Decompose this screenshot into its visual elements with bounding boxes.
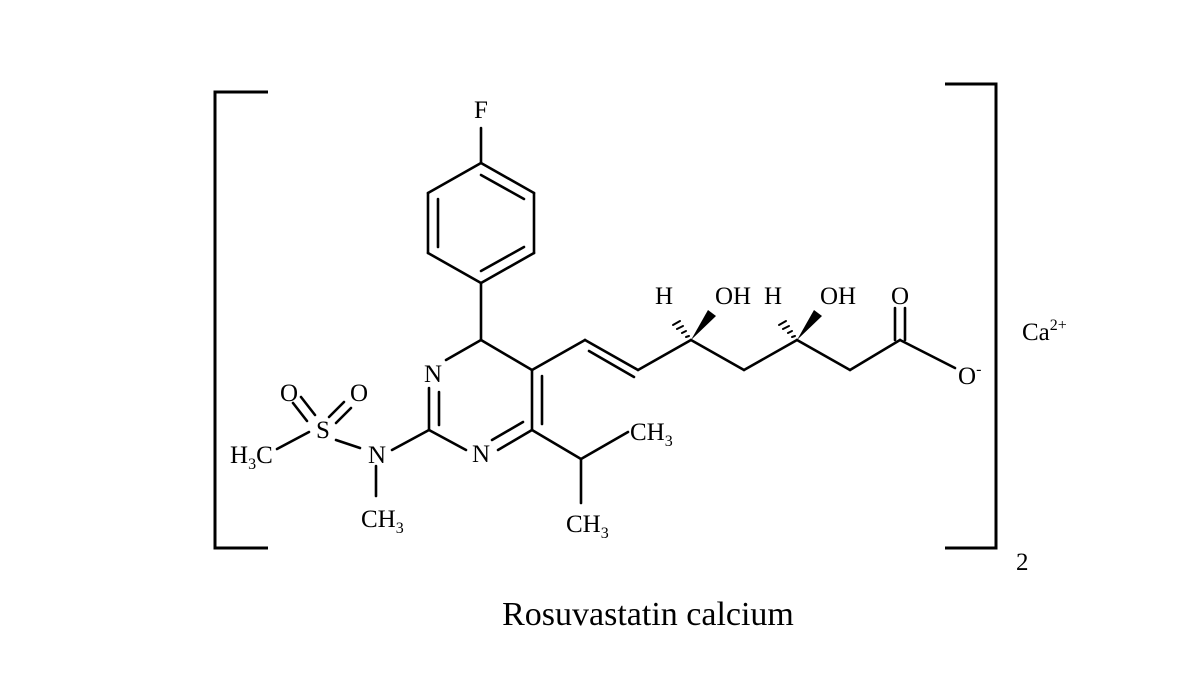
sulfonamide-group (275, 395, 431, 498)
s-methyl-label: H3C (230, 442, 273, 473)
isopropyl-methyl-lower: CH3 (566, 511, 609, 542)
calcium-ion-label: Ca2+ (1022, 317, 1067, 346)
carbonyl-oxygen: O (891, 283, 909, 310)
ring-nitrogen-lower: N (472, 441, 490, 468)
hydroxyl-label-2: OH (820, 283, 856, 310)
stereo-wedges (672, 310, 822, 340)
hydrogen-label-1: H (655, 283, 673, 310)
isopropyl-methyl-upper: CH3 (630, 419, 673, 450)
carboxylate-oxygen: O- (958, 361, 981, 390)
ring-nitrogen-upper: N (424, 361, 442, 388)
sulfonamide-nitrogen: N (368, 442, 386, 469)
n-methyl-label: CH3 (361, 506, 404, 537)
pyrimidine-ring (427, 281, 544, 452)
stoichiometry-subscript: 2 (1016, 549, 1029, 576)
sulfonyl-oxygen-right: O (350, 380, 368, 407)
compound-caption: Rosuvastatin calcium (502, 596, 794, 633)
fluorophenyl-ring (426, 126, 536, 285)
hydrogen-label-2: H (764, 283, 782, 310)
left-bracket (213, 90, 268, 550)
right-bracket (945, 82, 998, 550)
sulfonyl-oxygen-left: O (280, 380, 298, 407)
isopropyl-group (530, 428, 630, 505)
sulfur-label: S (316, 417, 330, 444)
hydroxyl-label-1: OH (715, 283, 751, 310)
fluorine-label: F (474, 97, 488, 124)
heptenoate-chain (530, 306, 957, 379)
